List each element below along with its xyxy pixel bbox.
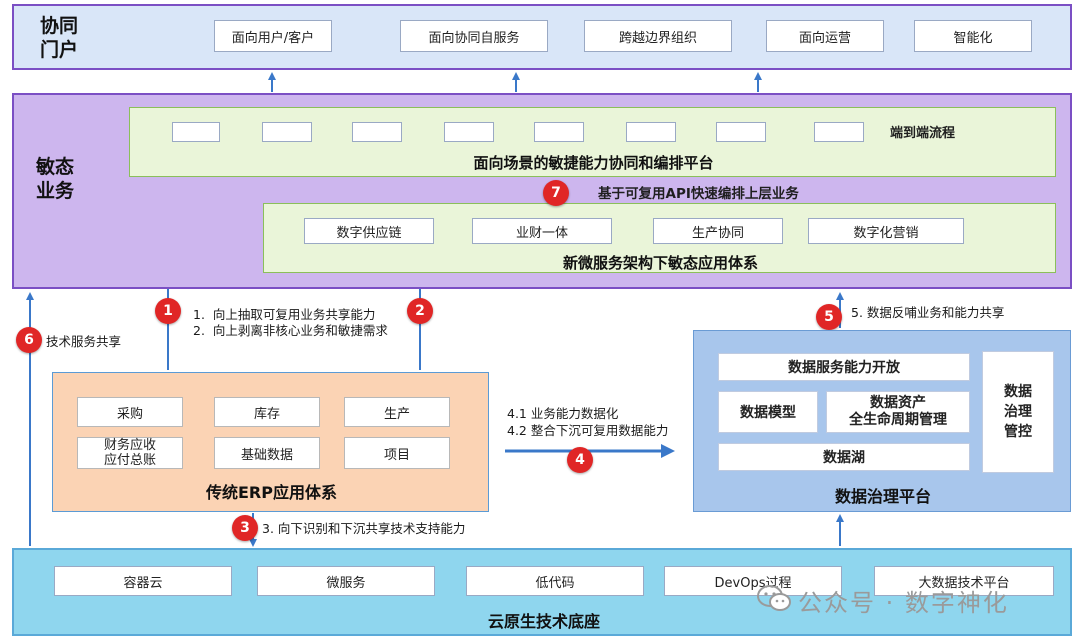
portal-layer: 协同 门户 面向用户/客户 面向协同自服务 跨越边界组织 面向运营 智能化 xyxy=(12,4,1072,70)
erp-item-master-data: 基础数据 xyxy=(214,437,320,469)
app-digital-supply-chain: 数字供应链 xyxy=(304,218,434,244)
portal-item-self-service: 面向协同自服务 xyxy=(400,20,548,52)
portal-item-operations: 面向运营 xyxy=(766,20,884,52)
flow-step-7 xyxy=(716,122,766,142)
flow-step-5 xyxy=(534,122,584,142)
cloud-item-container: 容器云 xyxy=(54,566,232,596)
gov-data-asset: 数据资产 全生命周期管理 xyxy=(826,391,970,433)
flow-step-6 xyxy=(626,122,676,142)
flow-step-2 xyxy=(262,122,312,142)
erp-item-production: 生产 xyxy=(344,397,450,427)
portal-item-users: 面向用户/客户 xyxy=(214,20,332,52)
note-step-5: 5. 数据反哺业务和能力共享 xyxy=(851,305,1005,320)
flow-step-1 xyxy=(172,122,220,142)
step-badge-7: 7 xyxy=(543,180,569,206)
app-production-collab: 生产协同 xyxy=(653,218,783,244)
cloud-item-microservice: 微服务 xyxy=(257,566,435,596)
cloud-title: 云原生技术底座 xyxy=(487,612,600,631)
step-badge-5: 5 xyxy=(816,304,842,330)
erp-item-finance: 财务应收 应付总账 xyxy=(77,437,183,469)
note-step-4: 4.1 业务能力数据化 4.2 整合下沉可复用数据能力 xyxy=(507,406,669,438)
step-badge-1: 1 xyxy=(155,298,181,324)
flow-step-8 xyxy=(814,122,864,142)
flow-step-3 xyxy=(352,122,402,142)
gov-title: 数据治理平台 xyxy=(834,487,931,506)
agile-title: 敏态 业务 xyxy=(36,156,75,202)
erp-item-inventory: 库存 xyxy=(214,397,320,427)
step-badge-4: 4 xyxy=(567,447,593,473)
data-governance-platform: 数据服务能力开放 数据模型 数据资产 全生命周期管理 数据湖 数据 治理 管控 … xyxy=(693,330,1071,512)
cloud-item-bigdata: 大数据技术平台 xyxy=(874,566,1054,596)
note-steps-1-2: 1. 向上抽取可复用业务共享能力 2. 向上剥离非核心业务和敏捷需求 xyxy=(193,307,388,338)
note-step-3: 3. 向下识别和下沉共享技术支持能力 xyxy=(262,521,466,536)
step-7-text: 基于可复用API快速编排上层业务 xyxy=(598,186,799,202)
watermark-text: 公众号 · 数字神化 xyxy=(798,589,1009,617)
gov-data-model: 数据模型 xyxy=(718,391,818,433)
step-badge-6: 6 xyxy=(16,327,42,353)
wechat-icon xyxy=(756,584,792,618)
portal-item-cross-boundary: 跨越边界组织 xyxy=(584,20,732,52)
cloud-item-lowcode: 低代码 xyxy=(466,566,644,596)
portal-item-intelligence: 智能化 xyxy=(914,20,1032,52)
erp-system: 采购 库存 生产 财务应收 应付总账 基础数据 项目 传统ERP应用体系 xyxy=(52,372,489,512)
erp-item-project: 项目 xyxy=(344,437,450,469)
step-badge-2: 2 xyxy=(407,298,433,324)
step-badge-3: 3 xyxy=(232,515,258,541)
orchestration-title: 面向场景的敏捷能力协同和编排平台 xyxy=(473,154,714,172)
gov-data-lake: 数据湖 xyxy=(718,443,970,471)
portal-title: 协同 门户 xyxy=(40,15,79,61)
gov-service-open: 数据服务能力开放 xyxy=(718,353,970,381)
gov-control: 数据 治理 管控 xyxy=(982,351,1054,473)
erp-title: 传统ERP应用体系 xyxy=(206,483,337,502)
agile-business-layer: 敏态 业务 端到端流程 面向场景的敏捷能力协同和编排平台 数字供应链 业财一体 … xyxy=(12,93,1072,289)
note-step-6: 技术服务共享 xyxy=(46,334,122,349)
agile-apps-title: 新微服务架构下敏态应用体系 xyxy=(562,254,758,272)
cloud-native-foundation: 容器云 微服务 低代码 DevOps过程 大数据技术平台 云原生技术底座 xyxy=(12,548,1072,636)
agile-apps-system: 数字供应链 业财一体 生产协同 数字化营销 新微服务架构下敏态应用体系 xyxy=(263,203,1056,273)
cloud-item-devops: DevOps过程 xyxy=(664,566,842,596)
orchestration-platform: 端到端流程 面向场景的敏捷能力协同和编排平台 xyxy=(129,107,1056,177)
erp-item-procurement: 采购 xyxy=(77,397,183,427)
app-digital-marketing: 数字化营销 xyxy=(808,218,964,244)
flow-label: 端到端流程 xyxy=(890,126,956,141)
app-business-finance: 业财一体 xyxy=(472,218,612,244)
flow-step-4 xyxy=(444,122,494,142)
